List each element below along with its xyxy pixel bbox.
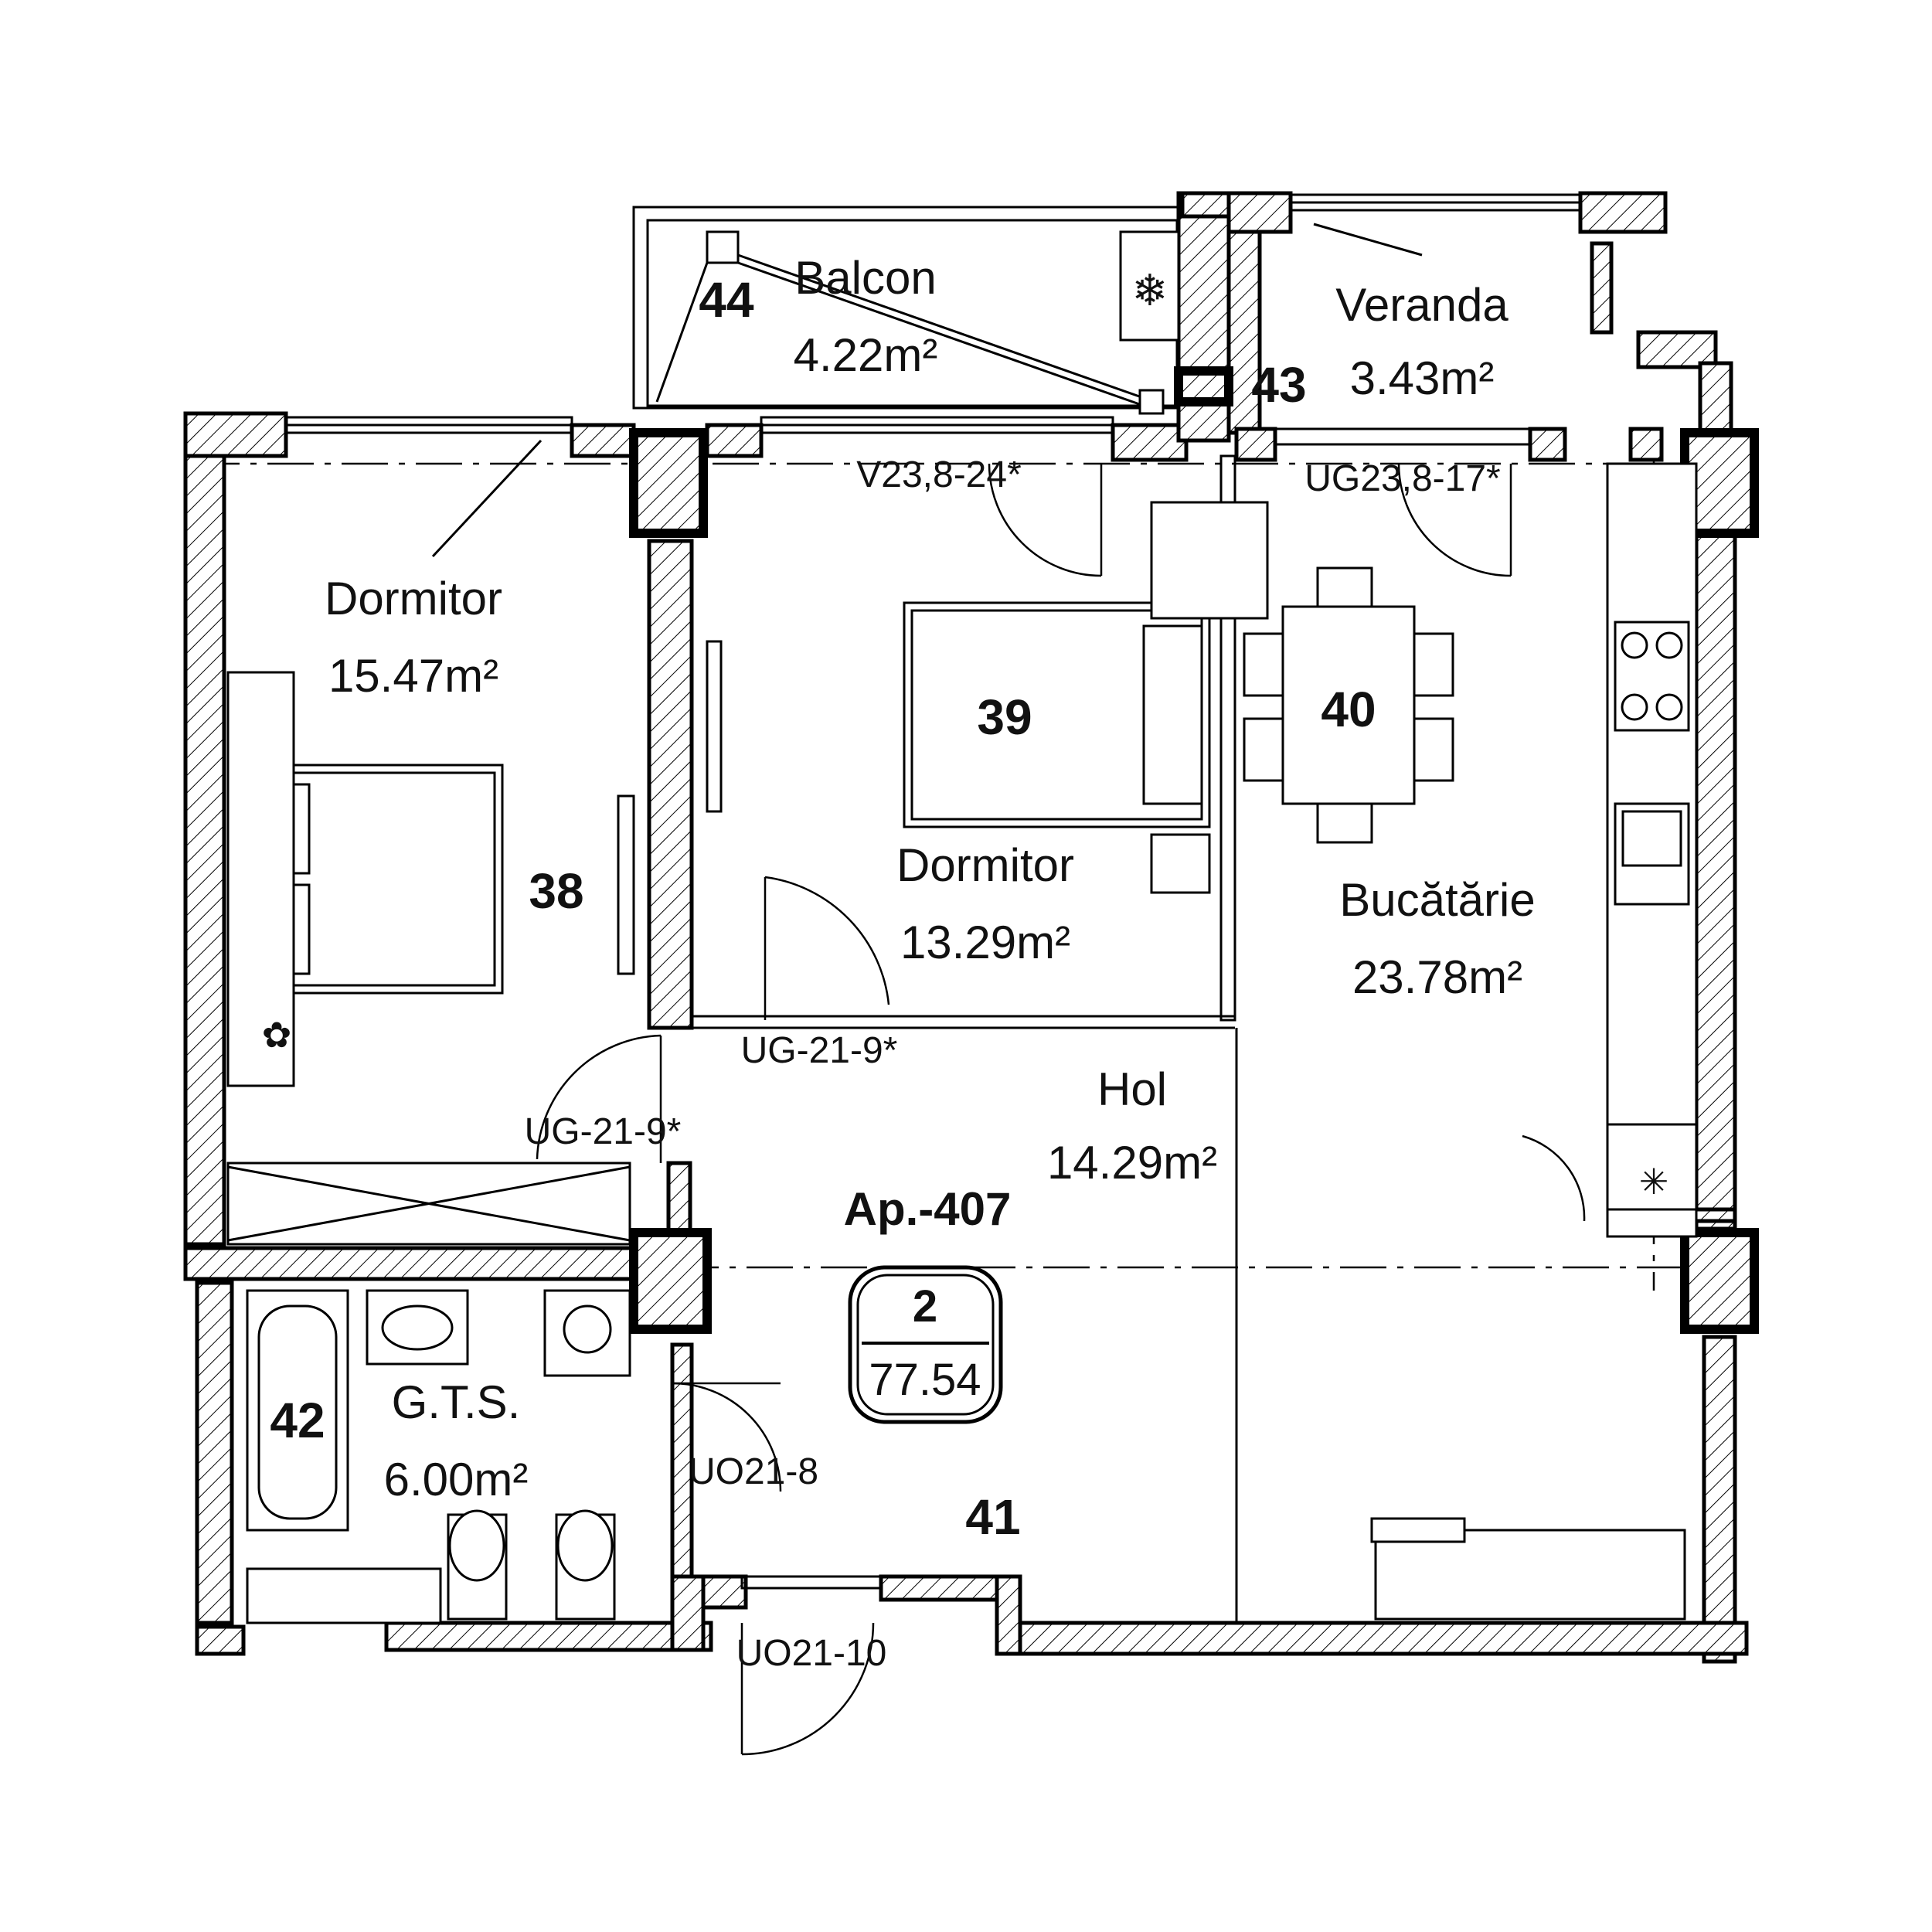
apartment-total-area: 77.54 — [869, 1355, 981, 1405]
furniture: ❄ ✿ ✳ — [226, 230, 1698, 1624]
bedroom1-number: 38 — [529, 863, 583, 919]
bedroom2-name: Dormitor — [896, 839, 1074, 891]
door-code-bedroom2: UG-21-9* — [741, 1030, 898, 1071]
room-labels: Balcon 4.22m² 44 Veranda 3.43m² 43 Dormi… — [270, 252, 1535, 1545]
bedroom2-number: 39 — [977, 689, 1032, 745]
apartment-label: Ap.-407 — [844, 1183, 1012, 1235]
hall-area: 14.29m² — [1047, 1137, 1217, 1189]
veranda-name: Veranda — [1335, 279, 1509, 331]
door-code-bathroom: UO21-8 — [689, 1451, 818, 1492]
balcony-number: 44 — [699, 272, 754, 328]
flower-icon: ✿ — [262, 1014, 292, 1056]
bedroom2-area: 13.29m² — [900, 917, 1070, 968]
apartment-rooms-count: 2 — [913, 1281, 937, 1332]
kitchen-number: 40 — [1321, 682, 1376, 737]
apartment-summary: Ap.-407 2 77.54 — [844, 1183, 1012, 1424]
window-code-bedroom2: V23,8-24* — [856, 454, 1022, 495]
bedroom1-area: 15.47m² — [328, 650, 498, 702]
door-code-bedroom1: UG-21-9* — [525, 1111, 682, 1152]
kitchen-name: Bucătărie — [1339, 874, 1535, 926]
bathroom-name: G.T.S. — [392, 1376, 521, 1428]
hall-number: 41 — [965, 1489, 1020, 1545]
bathroom-area: 6.00m² — [384, 1454, 529, 1505]
windows — [284, 193, 1582, 1590]
veranda-area: 3.43m² — [1350, 352, 1495, 404]
veranda-number: 43 — [1251, 357, 1306, 413]
kitchen-area: 23.78m² — [1352, 951, 1522, 1003]
bedroom1-name: Dormitor — [325, 573, 502, 624]
bathroom-number: 42 — [270, 1393, 325, 1448]
snowflake-icon: ❄ — [1132, 266, 1168, 316]
door-code-entrance: UO21-10 — [736, 1633, 887, 1674]
asterisk-icon: ✳ — [1639, 1161, 1669, 1202]
columns — [629, 366, 1759, 1334]
opening-labels: V23,8-24* UG23,8-17* UG-21-9* UG-21-9* U… — [525, 454, 1501, 1674]
door-swings — [536, 463, 1586, 1756]
balcony-name: Balcon — [794, 252, 936, 304]
walls — [183, 191, 1749, 1664]
balcony-area: 4.22m² — [794, 329, 938, 381]
door-code-kitchen-veranda: UG23,8-17* — [1304, 458, 1500, 499]
hall-name: Hol — [1097, 1063, 1167, 1115]
dining-table — [1281, 605, 1416, 805]
